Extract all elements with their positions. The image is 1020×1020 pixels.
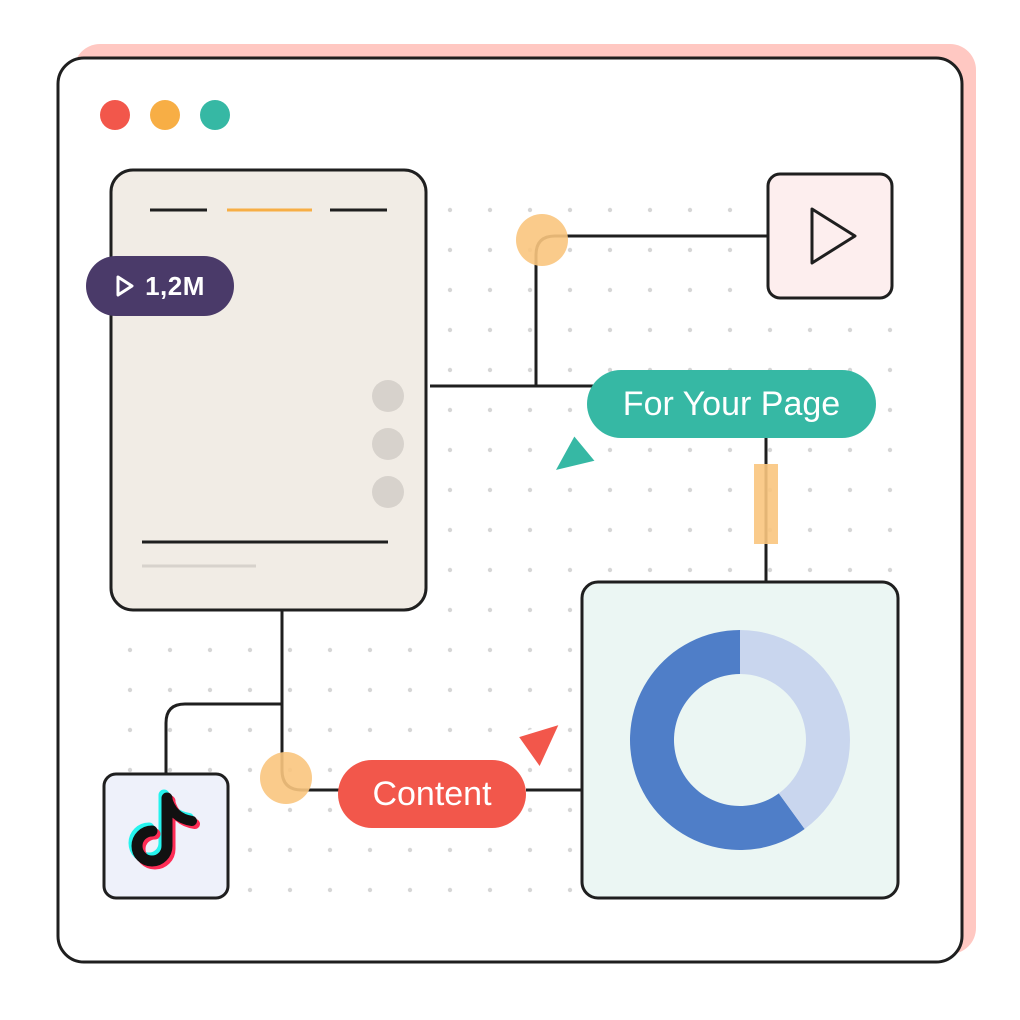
- content-text: Content: [372, 774, 492, 813]
- like-action-dot[interactable]: [372, 380, 404, 412]
- phone-card: [109, 168, 428, 612]
- donut-slice-2: [740, 630, 851, 829]
- cursor-arrow-red-icon: [514, 720, 564, 772]
- content-label[interactable]: Content: [338, 760, 526, 828]
- views-badge: 1,2M: [86, 256, 234, 316]
- play-outline-icon: [116, 275, 134, 297]
- chart-box: [580, 580, 900, 900]
- for-your-page-label[interactable]: For Your Page: [587, 370, 876, 438]
- window-close-dot[interactable]: [100, 100, 130, 130]
- play-button-icon: [810, 207, 857, 265]
- donut-slice-1: [630, 630, 805, 850]
- tiktok-logo-icon: [128, 789, 200, 870]
- accent-circle-top: [516, 214, 568, 266]
- for-your-page-text: For Your Page: [622, 384, 841, 423]
- play-button-box[interactable]: [766, 172, 894, 300]
- window-minimize-dot[interactable]: [150, 100, 180, 130]
- accent-bar: [754, 464, 778, 544]
- window-maximize-dot[interactable]: [200, 100, 230, 130]
- accent-circle-bottom: [260, 752, 312, 804]
- donut-chart: [630, 630, 851, 850]
- tiktok-box[interactable]: [102, 772, 230, 900]
- share-action-dot[interactable]: [372, 476, 404, 508]
- cursor-arrow-teal-icon: [550, 431, 600, 475]
- comment-action-dot[interactable]: [372, 428, 404, 460]
- views-count: 1,2M: [145, 270, 205, 301]
